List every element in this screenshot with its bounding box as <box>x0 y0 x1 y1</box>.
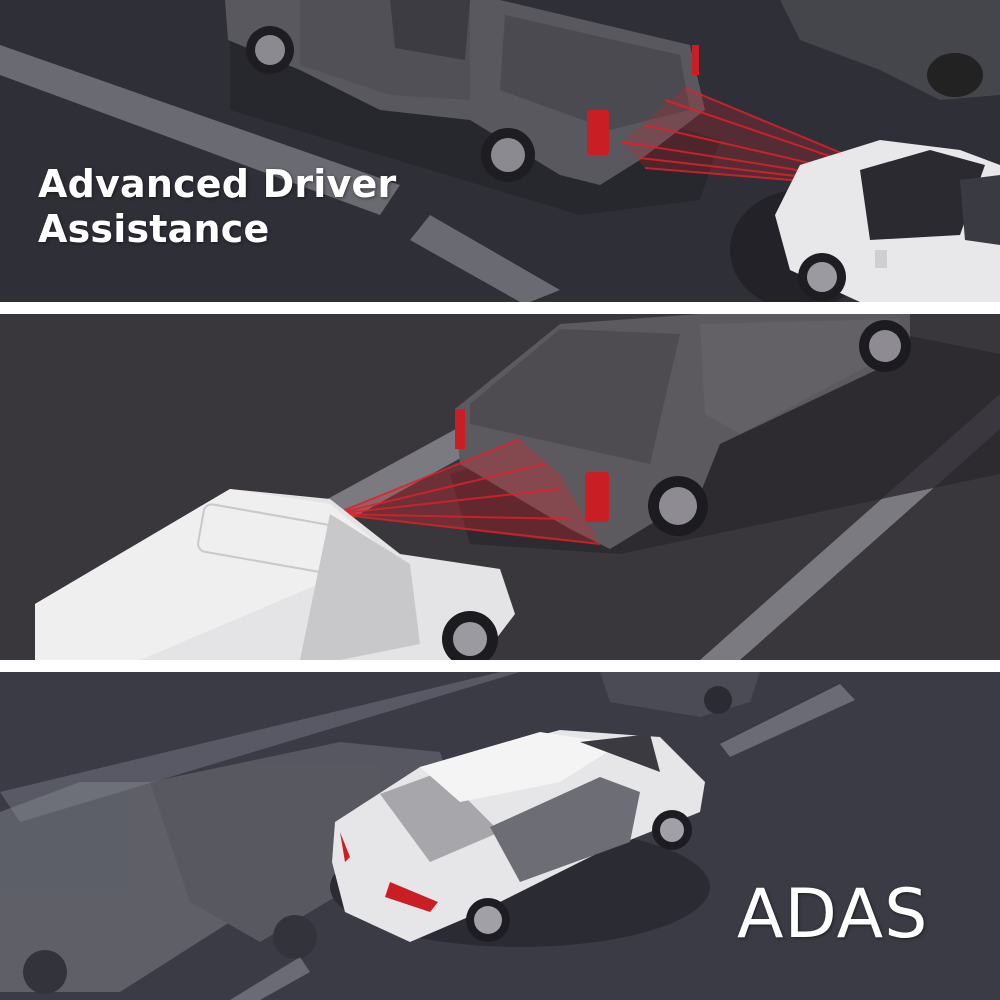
divider <box>0 302 1000 314</box>
headline-line-2: Assistance <box>38 207 270 251</box>
panel-lane-departure: ADAS <box>0 672 1000 1000</box>
lane-marking <box>0 672 520 822</box>
lane-marking <box>0 45 400 215</box>
panel-forward-collision: Advanced Driver Assistance <box>0 0 1000 302</box>
rear-collision-illustration <box>35 314 1000 660</box>
adas-title: ADAS <box>737 875 929 954</box>
headline-line-1: Advanced Driver <box>38 162 397 206</box>
divider <box>0 660 1000 672</box>
lane-marking <box>410 215 560 302</box>
headline: Advanced Driver Assistance <box>38 162 396 252</box>
lane-marking <box>720 684 855 757</box>
taillight <box>385 882 438 912</box>
forward-collision-illustration <box>0 0 1000 302</box>
lane-departure-illustration <box>0 672 855 1000</box>
lane-marking <box>230 957 310 1000</box>
taillight <box>587 110 609 155</box>
taillight <box>585 472 609 522</box>
panel-rear-collision <box>0 314 1000 660</box>
